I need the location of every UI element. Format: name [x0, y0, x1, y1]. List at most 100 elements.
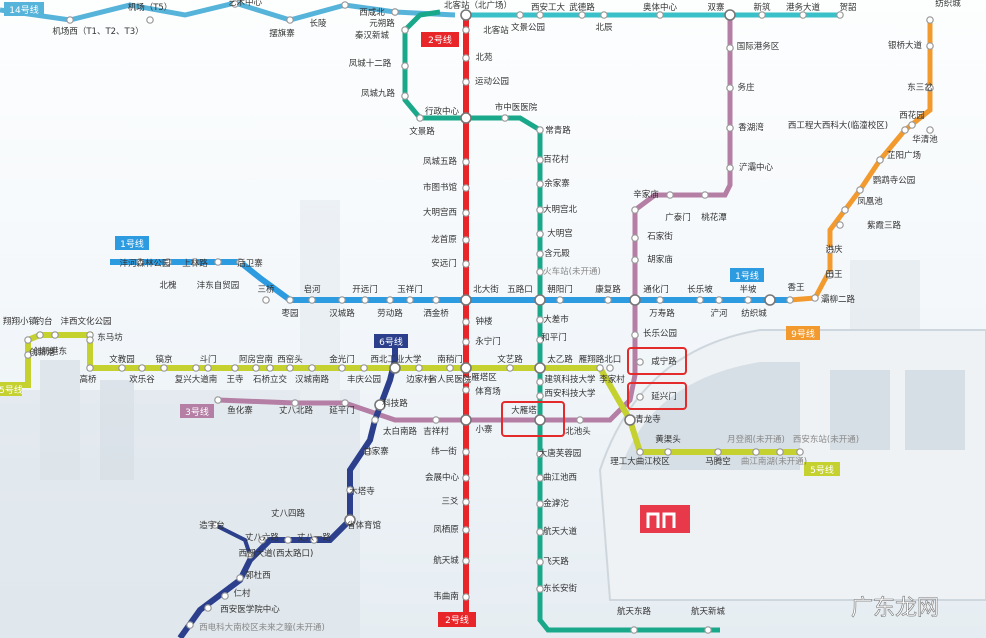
station-label-dayanta[interactable]: 大雁塔: [511, 405, 537, 416]
station-label-wenyilu[interactable]: 文艺路: [497, 354, 523, 365]
station-label-madengkong[interactable]: 马腾空: [705, 456, 731, 467]
station-label-xiangwangwan[interactable]: 香湖湾: [738, 122, 764, 133]
station-dot-saijingqiao[interactable]: [432, 296, 440, 304]
station-dot-fengqingpark[interactable]: [360, 364, 368, 372]
station-dot-beikezhan[interactable]: [462, 26, 470, 34]
station-dot-xingzhengzx[interactable]: [460, 112, 472, 124]
line-label-5-east[interactable]: 5号线: [804, 462, 840, 476]
station-label-hangtianxincheng[interactable]: 航天新城: [691, 606, 726, 617]
station-label-baiqizhai[interactable]: 摆旗寨: [269, 28, 295, 39]
station-label-fangzhicheng[interactable]: 纺织城: [741, 308, 767, 319]
station-dot-zhangbasilu[interactable]: [284, 536, 292, 544]
station-label-nanshaomen[interactable]: 南稍门: [437, 354, 463, 365]
station-dot-zhangbalu[interactable]: [291, 399, 299, 407]
station-label-yuedeng[interactable]: 月登阁(未开通): [727, 434, 785, 445]
station-dot-changling[interactable]: [341, 1, 349, 9]
station-dot-yongningmen[interactable]: [462, 338, 470, 346]
station-label-changlepark[interactable]: 长乐公园: [643, 328, 677, 339]
station-label-xiangongda[interactable]: 西安工大: [531, 2, 566, 13]
station-dot-yanxingmen[interactable]: [636, 393, 644, 401]
station-label-zhangbalu[interactable]: 丈八北路: [279, 405, 314, 416]
station-label-wenjingpark[interactable]: 文景公园: [511, 22, 545, 33]
station-label-hongqing[interactable]: 洪庆: [825, 244, 843, 255]
station-dot-xihuayuan[interactable]: [908, 121, 916, 129]
station-dot-chanliu2[interactable]: [811, 294, 819, 302]
station-label-fengqiyuan[interactable]: 凤栖原: [433, 524, 459, 535]
station-label-beidajie[interactable]: 北大街: [473, 284, 499, 295]
station-label-shitushuguan[interactable]: 市图书馆: [423, 182, 457, 193]
station-dot-anyuanmen[interactable]: [462, 260, 470, 268]
station-label-anyuanmen[interactable]: 安远门: [431, 258, 457, 269]
station-label-qinglongsi[interactable]: 青龙寺: [635, 414, 661, 425]
station-dot-madengkong[interactable]: [714, 448, 722, 456]
station-dot-jinhutuo[interactable]: [536, 500, 544, 508]
station-label-xiankeji[interactable]: 西安科技大学: [544, 388, 596, 399]
station-dot-fangqiao[interactable]: [926, 16, 934, 24]
station-dot-shizhengfu[interactable]: [501, 114, 509, 122]
station-label-ligongdaqujiang[interactable]: 理工大曲江校区: [610, 456, 670, 467]
station-label-yuanshuolu[interactable]: 元朔路: [369, 18, 395, 29]
station-dot-jingjing[interactable]: [160, 364, 168, 372]
station-label-shangling[interactable]: 上林路: [182, 258, 208, 269]
station-dot-hangtianxincheng[interactable]: [704, 626, 712, 634]
station-dot-tianwang[interactable]: [826, 271, 834, 279]
station-label-yishuzhongxin[interactable]: 艺术中心: [228, 0, 263, 8]
station-dot-hujiamiao[interactable]: [631, 256, 639, 264]
station-label-fengdongzimao[interactable]: 沣东自贸园: [197, 280, 240, 291]
station-label-fengcheng9[interactable]: 凤城九路: [361, 88, 396, 99]
station-dot-qujiangchi[interactable]: [536, 474, 544, 482]
station-label-wenjiaoyuan[interactable]: 文教园: [109, 354, 135, 365]
station-label-hangtiandadao[interactable]: 航天大道: [543, 526, 578, 537]
station-dot-renchun[interactable]: [221, 592, 229, 600]
station-label-qinhanxincheng[interactable]: 秦汉新城: [355, 30, 390, 41]
station-label-yanpingmen[interactable]: 延平门: [329, 405, 355, 416]
station-dot-yuxiangmen[interactable]: [406, 296, 414, 304]
station-label-beikezhan_top[interactable]: 北客站（北广场）: [444, 0, 512, 11]
station-dot-xiankeji[interactable]: [536, 392, 544, 400]
station-label-kangfulu[interactable]: 康复路: [595, 284, 621, 295]
station-label-qujiangchi[interactable]: 曲江池西: [543, 472, 577, 483]
station-dot-fangzhicheng[interactable]: [764, 294, 776, 306]
station-dot-yataqu[interactable]: [462, 376, 470, 384]
station-dot-kangfulu[interactable]: [604, 296, 612, 304]
station-label-shengrenmin[interactable]: 省人民医院: [429, 374, 472, 385]
station-label-shizhengfu[interactable]: 市中医医院: [495, 102, 538, 113]
station-label-houweizhai[interactable]: 后卫寨: [237, 258, 263, 269]
station-label-hanyuandian[interactable]: 含元殿: [544, 248, 570, 259]
station-dot-xiangongda[interactable]: [536, 11, 544, 19]
station-dot-hongqing[interactable]: [826, 246, 834, 254]
station-label-yikedaxue[interactable]: 西安医学院中心: [220, 604, 280, 615]
station-dot-baiqizhai[interactable]: [286, 16, 294, 24]
station-dot-chanbazhongxin[interactable]: [726, 164, 734, 172]
station-label-hanchenglu[interactable]: 汉城路: [329, 308, 355, 319]
station-label-wulukou[interactable]: 五路口: [507, 284, 533, 295]
station-dot-jichangxi[interactable]: [66, 16, 74, 24]
station-dot-yujiazhai[interactable]: [536, 180, 544, 188]
station-label-zijing3[interactable]: 紫霞三路: [867, 220, 902, 231]
station-label-gongda[interactable]: 西工程大西科大(临潼校区): [788, 120, 888, 131]
station-dot-jinguangmen[interactable]: [338, 364, 346, 372]
station-label-dongshan[interactable]: 东三岔: [907, 82, 933, 93]
station-label-afanggong[interactable]: 阿房宫南: [239, 354, 273, 365]
station-dot-xibutiyu[interactable]: [246, 551, 254, 559]
station-label-sanqiao[interactable]: 三桥: [257, 284, 275, 295]
station-dot-jianzhukeji[interactable]: [536, 378, 544, 386]
station-label-feitianlu[interactable]: 飞天路: [543, 556, 569, 567]
station-dot-beichi[interactable]: [164, 258, 172, 266]
station-label-fengqingpark[interactable]: 丰庆公园: [347, 374, 381, 385]
station-dot-fengcheng9[interactable]: [401, 92, 409, 100]
station-dot-bajiao[interactable]: [715, 296, 723, 304]
station-label-fengcheng5[interactable]: 凤城五路: [423, 156, 458, 167]
station-dot-qinglongsi[interactable]: [624, 414, 636, 426]
station-dot-tiyuchang[interactable]: [462, 386, 470, 394]
station-dot-zaozitai[interactable]: [211, 521, 219, 529]
station-label-zhangbaliulu[interactable]: 丈八六路: [245, 532, 280, 543]
station-label-fengcheng12[interactable]: 凤城十二路: [349, 58, 392, 69]
station-label-taohuatan[interactable]: 桃花潭: [701, 212, 727, 223]
station-label-xihuayuan[interactable]: 西花园: [899, 110, 925, 121]
station-dot-dachaishi[interactable]: [536, 316, 544, 324]
station-label-diaotai[interactable]: 钓台: [35, 316, 52, 327]
station-label-gangwuda[interactable]: 港务大道: [786, 2, 821, 13]
station-label-hangtiancheng[interactable]: 航天城: [433, 555, 459, 566]
station-label-huangqutou[interactable]: 黄渠头: [655, 434, 681, 445]
